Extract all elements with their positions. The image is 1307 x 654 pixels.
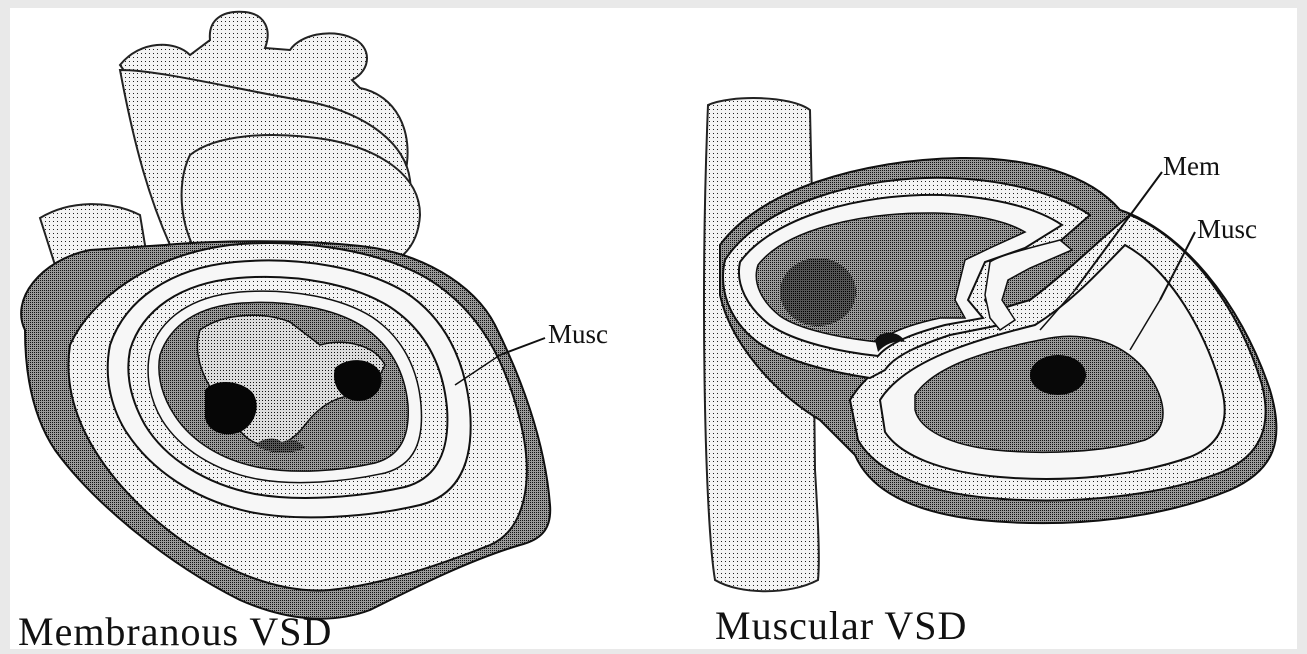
membranous-vsd-caption: Membranous VSD [18, 612, 332, 652]
rv-outflow-hole [780, 258, 856, 326]
membranous-heart [21, 12, 550, 619]
muscular-vsd-caption: Muscular VSD [715, 606, 967, 646]
musc-leader-left [500, 338, 545, 355]
musc-label-left: Musc [548, 321, 608, 348]
musc-label-right: Musc [1197, 216, 1257, 243]
mem-label: Mem [1163, 153, 1220, 180]
lv-outflow-hole [1030, 355, 1086, 395]
